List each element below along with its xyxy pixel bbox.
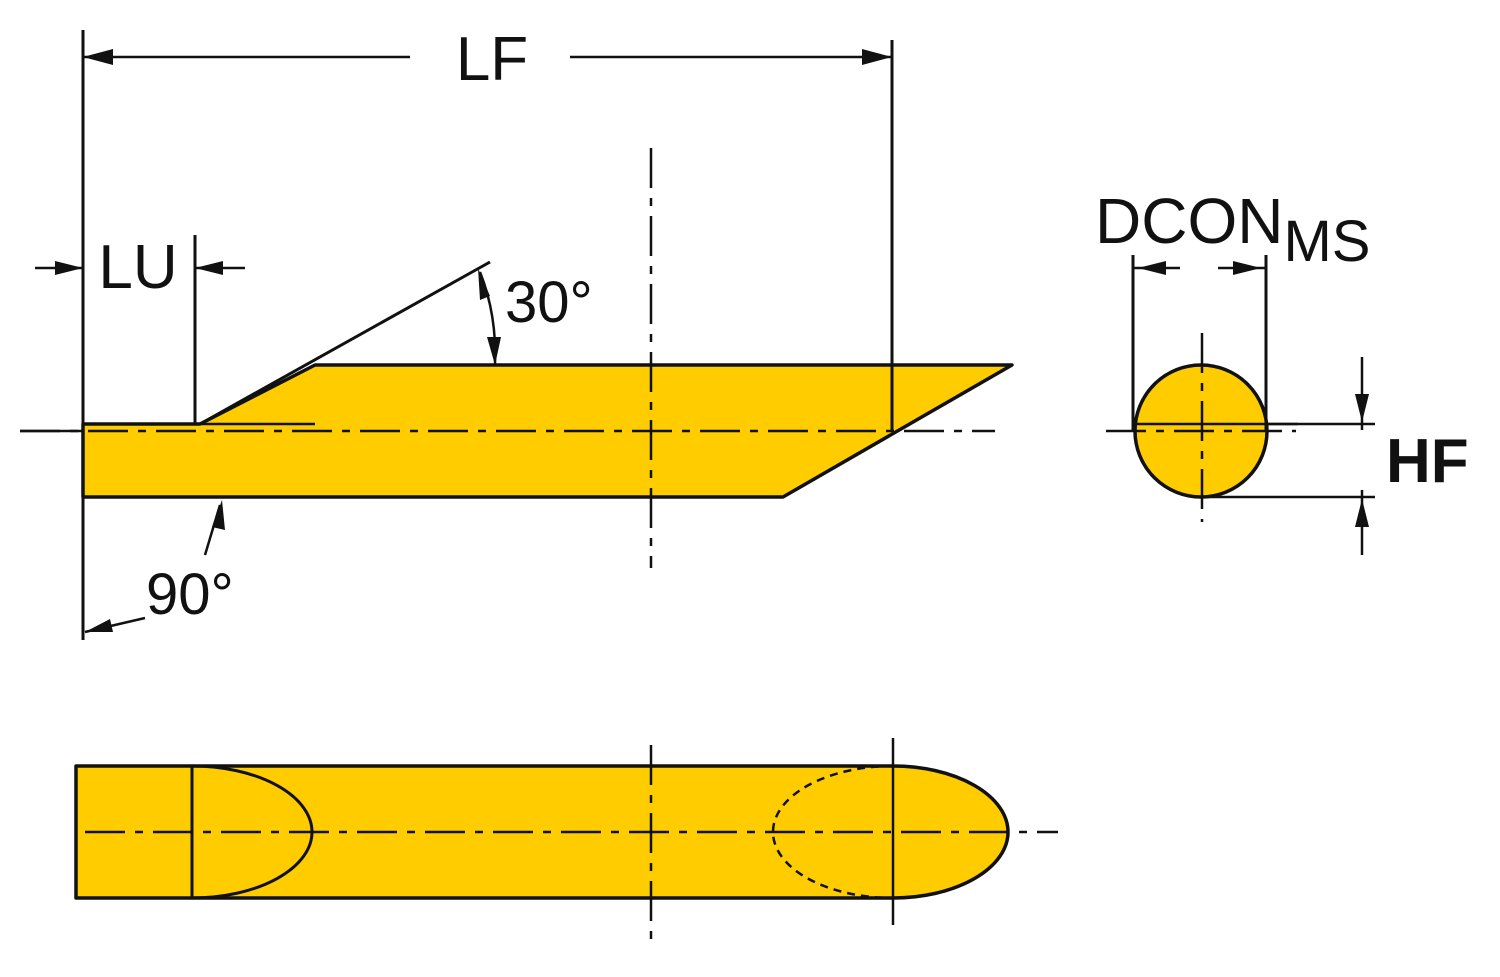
angle-reference-line [199, 260, 491, 426]
arrow-icon [1355, 499, 1369, 527]
angle-30-label: 30° [505, 270, 593, 335]
arrow-icon [83, 49, 113, 65]
arrow-icon [1355, 394, 1369, 422]
arrow-icon [862, 49, 892, 65]
side-view: LF LU 30° 90° [20, 25, 1014, 640]
arrow-icon [55, 261, 83, 275]
tool-body-top [74, 764, 1010, 900]
dcon-subscript: MS [1283, 209, 1370, 274]
arrow-icon [212, 500, 225, 530]
lu-label: LU [98, 233, 177, 302]
top-view [74, 738, 1058, 945]
hidden-ellipse [771, 764, 894, 900]
arrow-icon [85, 619, 113, 632]
hf-label: HF [1386, 427, 1469, 496]
arrow-icon [487, 337, 501, 365]
dcon-label: DCONMS [1095, 185, 1370, 274]
dcon-main: DCON [1095, 185, 1283, 257]
arrow-icon [195, 261, 223, 275]
angle-90-label: 90° [146, 562, 234, 627]
arrow-icon [478, 268, 490, 300]
lf-label: LF [456, 25, 528, 94]
end-view: DCONMS HF [1095, 185, 1469, 555]
arrow-icon [1138, 261, 1166, 275]
arrow-icon [1233, 261, 1261, 275]
